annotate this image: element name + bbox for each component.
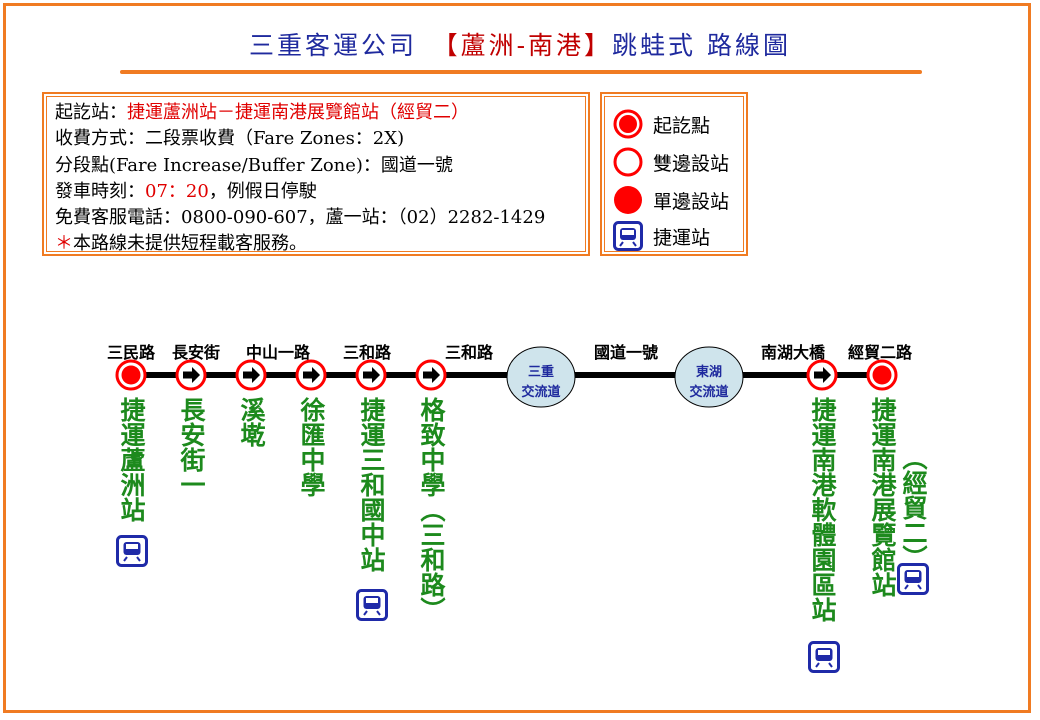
metro-train-icon xyxy=(356,589,388,621)
title-route: 【蘆洲-南港】 xyxy=(445,31,613,60)
title-type: 跳蛙式 路線圖 xyxy=(612,31,791,60)
stop-name-xiqian: 溪墘 xyxy=(237,397,266,447)
one-way-stop-icon xyxy=(415,359,447,391)
stop-name-sanhe-junior-high: 捷運三和國中站 xyxy=(357,397,386,572)
metro-train-icon xyxy=(897,563,929,595)
road-label-sanmin: 三民路 xyxy=(106,343,156,362)
stop-name-jingmao-note: （經貿二） xyxy=(899,445,928,570)
road-label-changan: 長安街 xyxy=(171,343,221,362)
route-info-box: 起訖站：捷運蘆洲站－捷運南港展覽館站（經貿二） 收費方式：二段票收費（Fare … xyxy=(42,92,590,256)
one-way-stop-icon xyxy=(235,359,267,391)
info-hotline: 免費客服電話：0800-090-607，蘆一站：（02）2282-1429 xyxy=(55,207,546,229)
interchange-donghu: 東湖交流道 xyxy=(639,345,779,409)
legend-box: 起訖點 雙邊設站 單邊設站 捷運站 xyxy=(600,92,748,256)
info-fare: 收費方式：二段票收費（Fare Zones：2X) xyxy=(55,128,405,150)
legend-metro: 捷運站 xyxy=(613,219,710,253)
metro-train-icon xyxy=(808,641,840,673)
stop-name-xuhui: 徐匯中學 xyxy=(297,397,326,497)
two-way-stop-icon xyxy=(613,147,643,177)
legend-single: 單邊設站 xyxy=(613,183,729,217)
legend-both: 雙邊設站 xyxy=(613,145,729,179)
title-company: 三重客運公司 xyxy=(249,31,418,60)
one-way-stop-icon xyxy=(614,186,642,214)
info-fare-break: 分段點(Fare Increase/Buffer Zone)：國道一號 xyxy=(55,154,453,176)
route-line xyxy=(130,372,882,378)
info-departure: 發車時刻：07：20，例假日停駛 xyxy=(55,180,317,202)
road-label-jingmao: 經貿二路 xyxy=(847,343,913,362)
terminal-stop-icon xyxy=(613,109,643,139)
stop-name-nangang-exhibition: 捷運南港展覽館站 xyxy=(868,397,897,597)
title-underline xyxy=(120,70,922,74)
page-frame xyxy=(3,3,1031,713)
one-way-stop-icon xyxy=(806,359,838,391)
road-label-freeway: 國道一號 xyxy=(593,343,659,362)
info-note: ＊本路線未提供短程載客服務。 xyxy=(55,233,307,255)
stop-name-luzhou: 捷運蘆洲站 xyxy=(117,397,146,522)
one-way-stop-icon xyxy=(355,359,387,391)
road-label-sanhe-2: 三和路 xyxy=(444,343,494,362)
info-terminals: 起訖站：捷運蘆洲站－捷運南港展覽館站（經貿二） xyxy=(55,102,469,123)
interchange-sanchong: 三重交流道 xyxy=(471,345,611,409)
metro-train-icon xyxy=(116,535,148,567)
metro-train-icon xyxy=(613,221,643,251)
page-title: 三重客運公司 【蘆洲-南港】跳蛙式 路線圖 xyxy=(0,26,1040,62)
one-way-stop-icon xyxy=(175,359,207,391)
legend-terminal: 起訖點 xyxy=(613,107,710,141)
terminal-stop-icon xyxy=(115,359,147,391)
road-label-sanhe-1: 三和路 xyxy=(342,343,392,362)
one-way-stop-icon xyxy=(295,359,327,391)
terminal-stop-icon xyxy=(866,359,898,391)
road-label-zhongshan: 中山一路 xyxy=(245,343,311,362)
road-label-nanhu-bridge: 南湖大橋 xyxy=(760,343,826,362)
stop-name-nangang-software-park: 捷運南港軟體園區站 xyxy=(808,397,837,622)
stop-name-gezhi: 格致中學（三和路） xyxy=(417,397,446,622)
stop-name-changan: 長安街一 xyxy=(177,397,206,497)
